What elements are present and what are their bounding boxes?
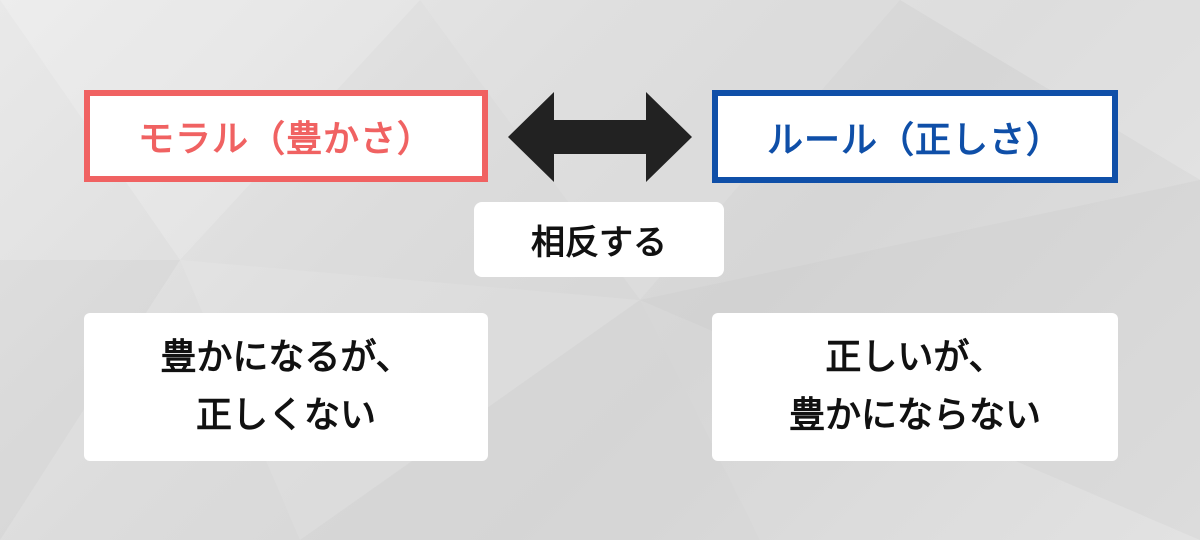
- rule-box: ルール（正しさ）: [712, 90, 1118, 183]
- moral-result-line2: 正しくない: [195, 395, 376, 436]
- rule-result-line2: 豊かにならない: [788, 395, 1041, 436]
- moral-label: モラル（豊かさ）: [137, 119, 434, 160]
- relation-box: 相反する: [474, 202, 724, 277]
- rule-result-line1: 正しいが、: [825, 337, 1005, 378]
- relation-label: 相反する: [531, 223, 667, 263]
- rule-label: ルール（正しさ）: [766, 119, 1063, 161]
- moral-result-line1: 豊かになるが、: [160, 337, 412, 378]
- moral-result-box: 豊かになるが、 正しくない: [84, 313, 488, 461]
- double-headed-arrow-icon: [508, 92, 692, 182]
- rule-result-box: 正しいが、 豊かにならない: [712, 313, 1118, 461]
- moral-box: モラル（豊かさ）: [84, 90, 488, 182]
